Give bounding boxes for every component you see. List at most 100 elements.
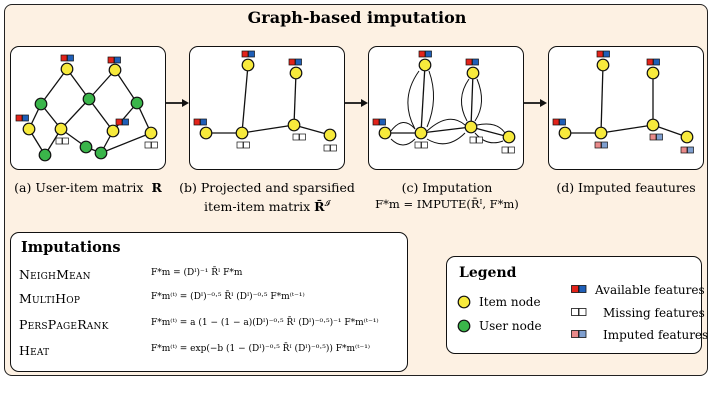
available-features-left — [372, 118, 380, 126]
matrix-symbol: R — [151, 180, 162, 195]
available-features-right — [559, 118, 566, 126]
available-features-left — [552, 118, 560, 126]
item-node — [596, 58, 610, 72]
message-arrow — [390, 138, 416, 146]
message-arrow — [426, 118, 466, 132]
missing-features-left — [292, 133, 300, 141]
method-equation: F*m⁽ᵗ⁾ = exp(−b (1 − (Dᴵ)⁻⁰·⁵ R̄ᴵ (Dᴵ)⁻⁰… — [151, 344, 371, 354]
missing-features-right — [299, 133, 306, 141]
legend-missing: Missing features — [603, 306, 705, 320]
arrow-b-c — [345, 99, 368, 107]
missing-features-right — [421, 141, 428, 149]
user-node — [34, 97, 48, 111]
method-name: Heat — [19, 343, 50, 358]
missing-features-icon — [571, 308, 587, 316]
method-equation: F*m⁽ᵗ⁾ = (Dᴵ)⁻⁰·⁵ R̄ᴵ (Dᴵ)⁻⁰·⁵ F*m⁽ᵗ⁻¹⁾ — [151, 292, 305, 302]
item-node — [558, 126, 572, 140]
available-features-right — [248, 50, 255, 58]
graph-edge — [60, 98, 90, 130]
item-node-icon — [457, 295, 471, 309]
imputation-graph — [372, 50, 516, 154]
caption-b: (b) Projected and sparsified item-item m… — [176, 180, 358, 215]
available-features-left — [596, 50, 604, 58]
message-arrow — [474, 78, 482, 122]
caption-b-line2: item-item matrix — [204, 199, 311, 215]
message-arrow — [461, 78, 470, 122]
available-features-icon — [571, 285, 587, 293]
caption-c-line2: F*m = IMPUTE(R̄ᴵ, F*m) — [375, 197, 519, 211]
item-node — [418, 58, 432, 72]
missing-features-right — [151, 141, 158, 149]
graph-edge — [88, 69, 116, 100]
item-node — [106, 124, 120, 138]
user-node — [94, 146, 108, 160]
available-features-right — [67, 54, 74, 62]
missing-features-left — [55, 137, 63, 145]
available-features-right — [603, 50, 610, 58]
legend-user-node: User node — [479, 319, 542, 333]
item-node — [235, 126, 249, 140]
caption-d: (d) Imputed feautures — [556, 180, 696, 195]
message-arrow — [390, 122, 416, 132]
item-node — [378, 126, 392, 140]
imputed-features-left — [649, 133, 657, 141]
graph-edge — [600, 64, 604, 134]
missing-features-right — [330, 144, 337, 152]
method-name: PersPageRank — [19, 317, 109, 332]
available-features-left — [646, 58, 654, 66]
available-features-right — [200, 118, 207, 126]
message-arrow — [407, 70, 420, 130]
graph-edge — [241, 64, 249, 134]
imputed-features-left — [680, 146, 688, 154]
legend-imputed: Imputed features — [603, 328, 709, 342]
item-node — [60, 62, 74, 76]
available-features-left — [288, 58, 296, 66]
item-node — [464, 120, 478, 134]
method-equation: F*m = (Dᴵ)⁻¹ R̄ᴵ F*m — [151, 268, 243, 278]
item-node — [323, 128, 337, 142]
available-features-right — [653, 58, 660, 66]
available-features-right — [295, 58, 302, 66]
available-features-left — [107, 56, 115, 64]
message-arrow — [474, 132, 504, 144]
available-features-right — [122, 118, 129, 126]
method-equation: F*m⁽ᵗ⁾ = a (1 − (1 − a)(Dᴵ)⁻⁰·⁵ R̄ᴵ (Dᴵ)… — [151, 318, 379, 328]
item-node — [466, 66, 480, 80]
legend-box: Legend Item node User node Available fea… — [446, 256, 708, 354]
missing-features-left — [236, 141, 244, 149]
imputation-row: Heat F*m⁽ᵗ⁾ = exp(−b (1 − (Dᴵ)⁻⁰·⁵ R̄ᴵ (… — [19, 343, 409, 365]
graph-edge — [100, 132, 152, 154]
caption-b-line1: (b) Projected and sparsified — [179, 180, 355, 195]
missing-features-right — [62, 137, 69, 145]
missing-features-right — [476, 136, 483, 144]
user-node — [38, 148, 52, 162]
available-features-left — [465, 58, 473, 66]
imputed-features-left — [594, 141, 602, 149]
item-node — [22, 122, 36, 136]
method-name: NeighMean — [19, 267, 91, 282]
graph-edge — [88, 98, 114, 132]
user-node-icon — [457, 319, 471, 333]
item-node — [108, 63, 122, 77]
available-features-left — [15, 114, 23, 122]
item-node — [289, 66, 303, 80]
graph-edge — [420, 126, 472, 134]
arrow-a-b — [166, 99, 189, 107]
legend-item-node: Item node — [479, 295, 541, 309]
caption-c-line1: (c) Imputation — [401, 180, 493, 195]
imputations-title: Imputations — [21, 239, 121, 256]
available-features-right — [22, 114, 29, 122]
message-arrow — [426, 132, 466, 145]
available-features-right — [425, 50, 432, 58]
available-features-left — [60, 54, 68, 62]
missing-features-right — [243, 141, 250, 149]
imputed-graph — [552, 50, 694, 154]
panel-imputed-features — [548, 46, 704, 170]
graph-edge — [241, 124, 295, 134]
caption-a: (a) User-item matrix R — [14, 180, 162, 195]
available-features-left — [193, 118, 201, 126]
imputation-row: MultiHop F*m⁽ᵗ⁾ = (Dᴵ)⁻⁰·⁵ R̄ᴵ (Dᴵ)⁻⁰·⁵ … — [19, 291, 409, 313]
message-arrow — [426, 70, 434, 128]
item-graph — [193, 50, 337, 152]
message-arrow — [476, 123, 506, 134]
